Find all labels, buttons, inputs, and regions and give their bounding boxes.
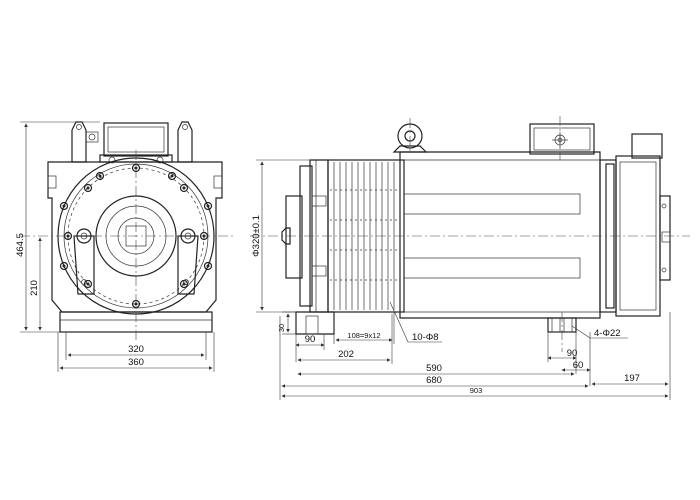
- front-view: 464.5 210 320 360: [15, 121, 236, 372]
- side-terminal-box: [529, 123, 595, 155]
- dim-length-680: 680: [426, 375, 442, 386]
- dim-groove-span: 202: [338, 349, 354, 360]
- dim-base-thickness: 30: [277, 324, 286, 332]
- side-view: Φ320±0.1 30 90 202 108=9x12 10-Φ8 4-Φ2: [250, 116, 690, 400]
- dim-hole-spec: 10-Φ8: [412, 332, 439, 343]
- lifting-eye-right: [177, 121, 193, 163]
- brake-unit: [615, 133, 671, 317]
- dim-base-outer: 360: [128, 357, 144, 368]
- motor-body: [399, 151, 601, 319]
- dim-foot-offset: 60: [573, 360, 584, 371]
- dim-foot-width: 90: [567, 348, 578, 359]
- left-foot: [295, 311, 335, 335]
- dim-flange-diameter: Φ320±0.1: [251, 215, 262, 257]
- dim-groove-spec: 108=9x12: [347, 331, 380, 340]
- terminal-box: [85, 122, 173, 164]
- dim-length-590: 590: [426, 363, 442, 374]
- sheave-grooves: [330, 162, 400, 310]
- dim-foot-holes: 4-Φ22: [594, 328, 621, 339]
- dim-base-inner: 320: [128, 344, 144, 355]
- dim-height-total: 464.5: [15, 233, 26, 257]
- dim-offset-90-left: 90: [305, 334, 316, 345]
- dim-shaft-height: 210: [29, 280, 40, 296]
- dim-overall-length: 903: [470, 386, 483, 395]
- dim-brake-length: 197: [624, 373, 640, 384]
- lifting-eye-left: [71, 121, 87, 163]
